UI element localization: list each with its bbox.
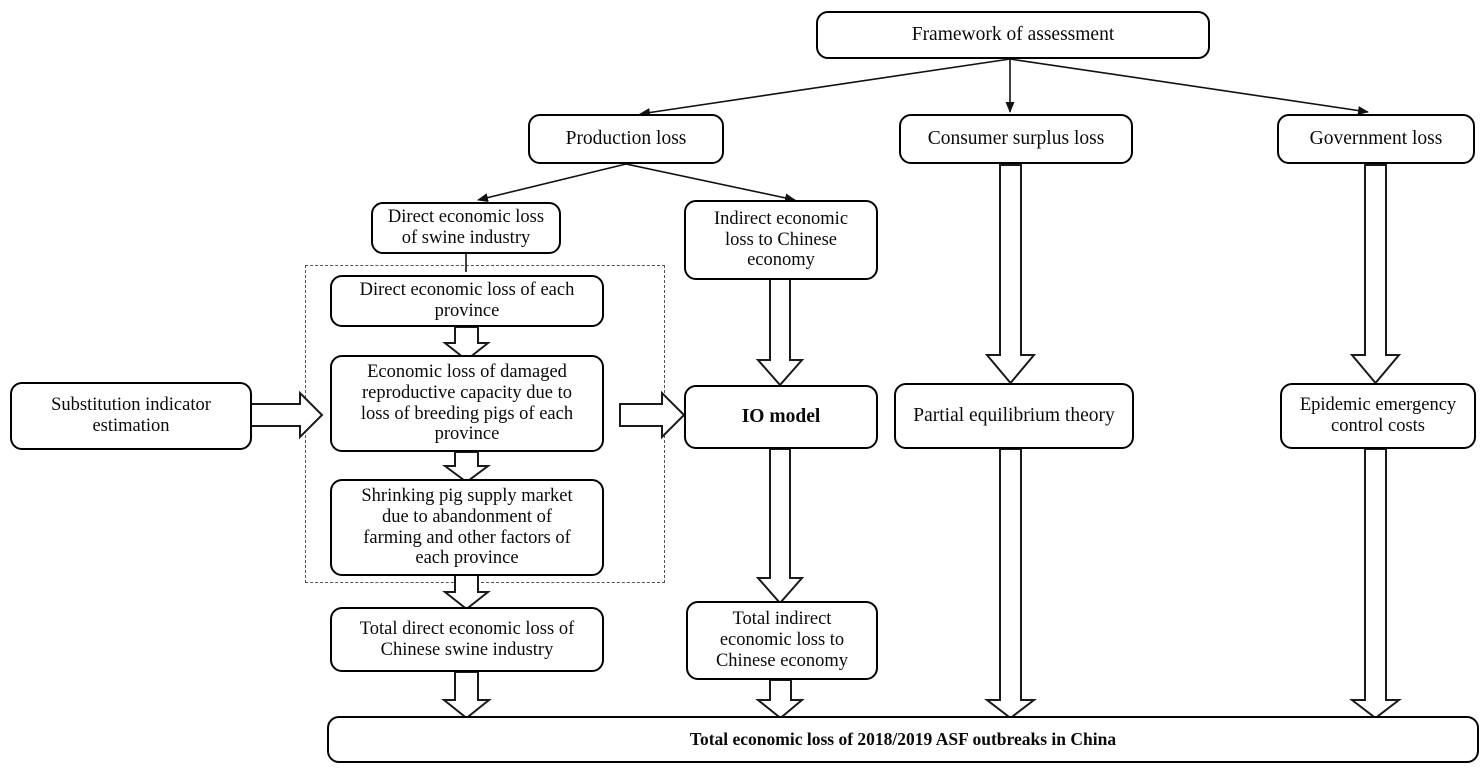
block-arrow-total-indirect-to-bottom: [755, 679, 805, 720]
node-label-line-1: Economic loss of damaged: [367, 362, 567, 383]
node-label-line-2: due to abandonment of: [381, 506, 553, 527]
node-label: Framework of assessment: [911, 24, 1115, 46]
node-label-line-3: economy: [747, 250, 815, 271]
block-arrow-substitution-to-group: [250, 390, 324, 440]
edge-production-to-indirect: [625, 163, 796, 203]
node-label-line-2: Chinese swine industry: [380, 639, 554, 660]
node-indirect-economic-loss-chinese-economy[interactable]: Indirect economic loss to Chinese econom…: [684, 200, 878, 280]
node-consumer-surplus-loss[interactable]: Consumer surplus loss: [899, 114, 1133, 164]
node-label-line-1: Shrinking pig supply market: [361, 486, 573, 507]
node-total-economic-loss-bar[interactable]: Total economic loss of 2018/2019 ASF out…: [327, 716, 1479, 763]
node-shrinking-pig-supply-market[interactable]: Shrinking pig supply market due to aband…: [330, 479, 604, 576]
node-total-indirect-economic-loss[interactable]: Total indirect economic loss to Chinese …: [686, 601, 878, 680]
node-direct-economic-loss-each-province[interactable]: Direct economic loss of each province: [330, 275, 604, 327]
node-label: Partial equilibrium theory: [913, 405, 1115, 427]
node-io-model[interactable]: IO model: [684, 385, 878, 449]
node-label-line-2: loss to Chinese: [724, 229, 838, 250]
node-direct-economic-loss-swine-industry[interactable]: Direct economic loss of swine industry: [371, 202, 561, 254]
edge-framework-to-government: [1009, 58, 1369, 115]
node-label-line-1: Direct economic loss: [387, 207, 545, 228]
node-label-line-2: of swine industry: [401, 228, 531, 248]
node-label-line-2: control costs: [1330, 416, 1426, 436]
node-production-loss[interactable]: Production loss: [528, 114, 724, 164]
block-arrow-indirect-to-io: [755, 278, 805, 387]
node-total-direct-economic-loss[interactable]: Total direct economic loss of Chinese sw…: [330, 607, 604, 672]
block-arrow-consumer-to-partial: [984, 164, 1037, 385]
block-arrow-group-to-io-model: [619, 390, 686, 440]
block-arrow-partial-to-bottom: [984, 448, 1037, 720]
block-arrow-total-direct-to-bottom: [441, 671, 492, 720]
block-arrow-io-to-total-indirect: [755, 448, 805, 605]
block-arrow-repro-to-shrinking: [441, 451, 492, 484]
node-label-line-3: Chinese economy: [715, 650, 849, 671]
node-government-loss[interactable]: Government loss: [1277, 114, 1475, 164]
node-label-line-4: province: [434, 424, 500, 445]
edge-framework-to-production: [639, 58, 1011, 117]
block-arrow-province-to-repro: [442, 326, 491, 362]
node-label: Government loss: [1309, 128, 1443, 150]
block-arrow-epidemic-to-bottom: [1349, 448, 1402, 720]
block-arrow-government-to-epidemic: [1349, 164, 1402, 385]
node-label: Consumer surplus loss: [927, 128, 1105, 150]
node-economic-loss-damaged-reproductive-capacity[interactable]: Economic loss of damaged reproductive ca…: [330, 355, 604, 452]
node-label-line-1: Indirect economic: [713, 208, 849, 229]
node-label: Total economic loss of 2018/2019 ASF out…: [689, 728, 1117, 749]
node-label-line-1: Substitution indicator: [51, 395, 211, 416]
node-partial-equilibrium-theory[interactable]: Partial equilibrium theory: [894, 383, 1134, 449]
edge-production-to-direct-swine: [477, 163, 627, 203]
node-label: Production loss: [565, 128, 687, 150]
node-label: IO model: [741, 406, 821, 428]
node-substitution-indicator-estimation[interactable]: Substitution indicator estimation: [10, 382, 252, 450]
node-label-line-1: Direct economic loss of each: [359, 280, 575, 301]
node-label-line-2: province: [434, 301, 500, 321]
node-label-line-2: reproductive capacity due to: [361, 382, 573, 403]
block-arrow-group-to-total-direct: [442, 571, 491, 611]
node-label-line-1: Total indirect: [732, 609, 832, 630]
node-label-line-1: Total direct economic loss of: [359, 618, 575, 639]
node-epidemic-emergency-control-costs[interactable]: Epidemic emergency control costs: [1280, 383, 1476, 449]
node-label-line-2: estimation: [92, 416, 170, 436]
node-framework-of-assessment[interactable]: Framework of assessment: [816, 11, 1210, 59]
node-label-line-2: economic loss to: [719, 630, 845, 651]
node-label-line-4: each province: [415, 548, 519, 569]
node-label-line-3: farming and other factors of: [363, 527, 571, 548]
node-label-line-3: loss of breeding pigs of each: [360, 403, 574, 424]
node-label-line-1: Epidemic emergency: [1299, 395, 1457, 416]
